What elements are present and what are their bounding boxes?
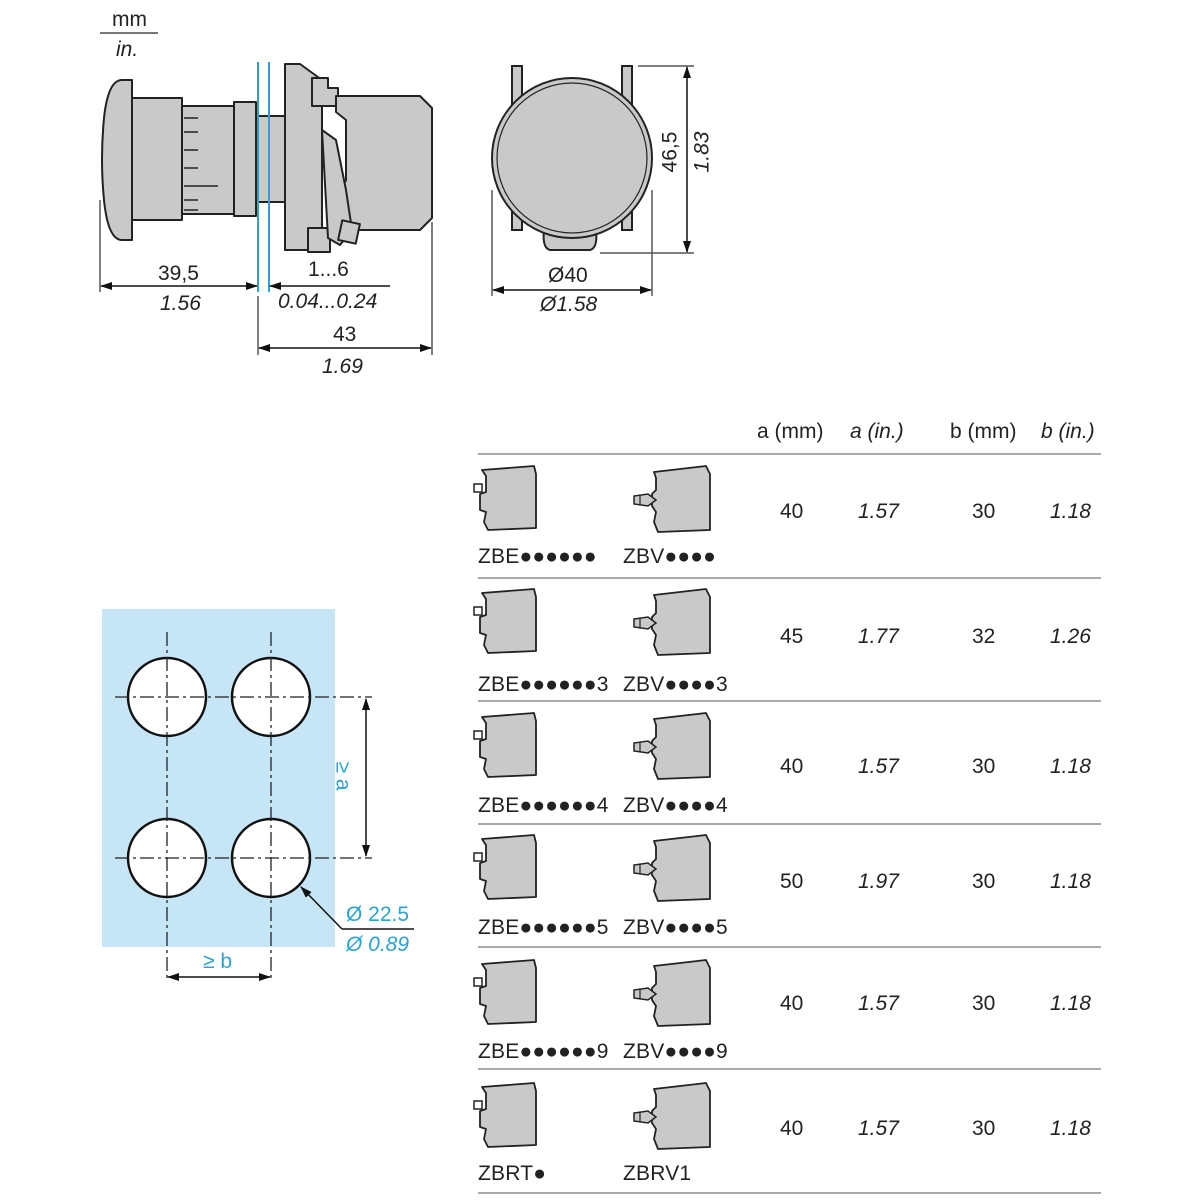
header-b-mm: b (mm) [950,420,1017,443]
cell-a-mm: 50 [780,870,804,893]
unit-in-label: in. [116,38,139,61]
cell-a-in: 1.57 [858,500,899,523]
module-ref-zbe: ZBE●●●●●●5 [478,916,609,939]
dim-body-length-mm: 43 [333,323,357,346]
cell-a-mm: 40 [780,500,804,523]
cell-b-in: 1.18 [1050,500,1091,523]
cell-a-in: 1.57 [858,992,899,1015]
module-ref-zbe: ZBE●●●●●●3 [478,673,609,696]
cell-b-mm: 30 [972,500,996,523]
cell-b-mm: 30 [972,870,996,893]
spacing-b-label: ≥ b [203,950,233,973]
header-b-in: b (in.) [1041,420,1095,443]
cell-b-mm: 30 [972,755,996,778]
dim-panel-thickness-in: 0.04...0.24 [278,290,378,313]
row-divider [478,1192,1101,1194]
module-ref-zbv: ZBV●●●●4 [623,794,728,817]
module-ref-zbe: ZBE●●●●●●4 [478,794,609,817]
module-ref-zbv: ZBV●●●●3 [623,673,728,696]
panel-cutout-area [102,609,335,947]
cell-a-mm: 40 [780,1117,804,1140]
module-ref-zbe: ZBE●●●●●● [478,545,597,568]
hole-diameter-in: Ø 0.89 [346,933,410,956]
dim-panel-thickness-mm: 1...6 [308,258,349,281]
cell-a-mm: 40 [780,755,804,778]
module-ref-zbv: ZBV●●●● [623,545,716,568]
cell-b-in: 1.18 [1050,1117,1091,1140]
cell-a-in: 1.57 [858,1117,899,1140]
cell-a-mm: 45 [780,625,804,648]
cell-a-in: 1.97 [858,870,899,893]
cell-a-in: 1.77 [858,625,899,648]
module-ref-zbrv: ZBRV1 [623,1162,692,1185]
cell-b-in: 1.26 [1050,625,1091,648]
cell-b-mm: 30 [972,1117,996,1140]
row-divider [478,946,1101,948]
module-ref-zbe: ZBE●●●●●●9 [478,1040,609,1063]
cell-a-mm: 40 [780,992,804,1015]
header-a-in: a (in.) [850,420,904,443]
cell-a-in: 1.57 [858,755,899,778]
dim-diameter-mm: Ø40 [548,264,588,287]
header-a-mm: a (mm) [757,420,824,443]
module-ref-zbrt: ZBRT● [478,1162,547,1185]
hole-diameter-mm: Ø 22.5 [346,903,410,926]
row-divider [478,823,1101,825]
cell-b-mm: 30 [972,992,996,1015]
unit-mm-label: mm [112,8,147,31]
cell-b-mm: 32 [972,625,996,648]
row-divider [478,1068,1101,1070]
module-ref-zbv: ZBV●●●●9 [623,1040,728,1063]
dim-diameter-in: Ø1.58 [540,293,598,316]
cell-b-in: 1.18 [1050,870,1091,893]
row-divider [478,700,1101,702]
row-divider [478,577,1101,579]
cell-b-in: 1.18 [1050,992,1091,1015]
dim-head-length-in: 1.56 [160,292,201,315]
side-view-drawing [99,62,694,355]
cell-b-in: 1.18 [1050,755,1091,778]
table-header-divider [478,453,1101,455]
dim-head-length-mm: 39,5 [158,262,199,285]
module-ref-zbv: ZBV●●●●5 [623,916,728,939]
dim-body-length-in: 1.69 [322,355,363,378]
unit-divider [100,32,158,34]
